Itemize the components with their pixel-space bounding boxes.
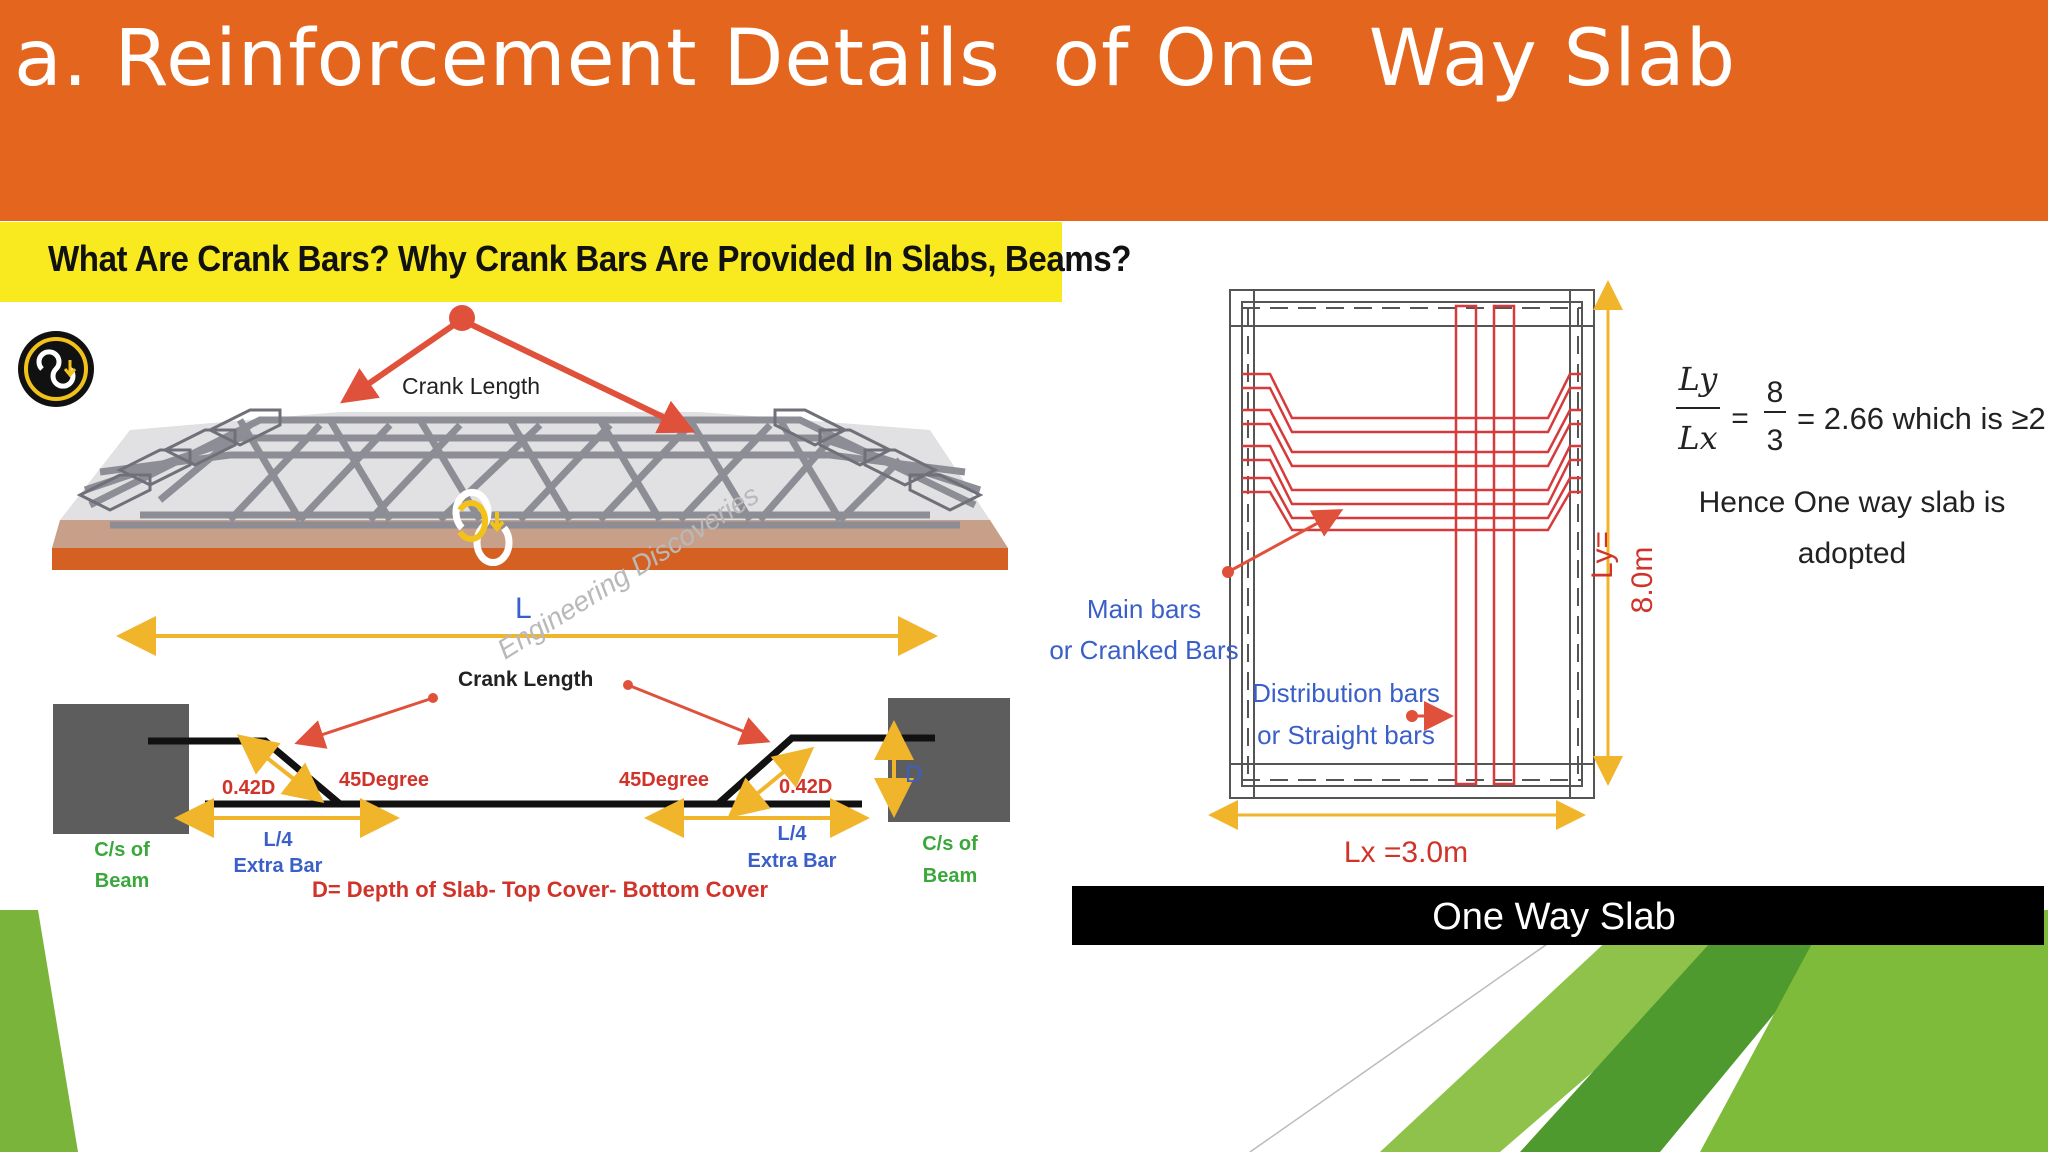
crank-banner: What Are Crank Bars? Why Crank Bars Are … <box>0 222 1131 302</box>
caption-bar <box>1072 886 2044 945</box>
extra-bar-right-1: L/4 <box>778 823 808 845</box>
extra-bar-right-2: Extra Bar <box>748 850 837 872</box>
crank-arrow-bottom-right <box>627 683 771 745</box>
caption-text: One Way Slab <box>1432 896 1676 938</box>
left-beam-label-1: C/s of <box>94 839 150 861</box>
ly-label: Ly= <box>1586 531 1619 579</box>
left-beam-label-2: Beam <box>95 870 149 892</box>
extra-bar-left-2: Extra Bar <box>234 855 323 877</box>
main-cranked-bars <box>1242 372 1582 532</box>
main-bars-pointer <box>1227 509 1344 574</box>
crank-arrow-right <box>464 319 696 434</box>
logo-icon <box>18 331 94 407</box>
depth-marker-label: D <box>905 761 922 788</box>
offset-left-label: 0.42D <box>222 777 275 799</box>
fraction-denominator: 3 <box>1767 424 1784 457</box>
span-label: L <box>515 592 532 625</box>
main-bars-label-1: Main bars <box>1087 594 1201 624</box>
conclusion-line-1: Hence One way slab is <box>1699 486 2006 519</box>
formula-equals: = <box>1731 402 1749 435</box>
crank-banner-text: What Are Crank Bars? Why Crank Bars Are … <box>48 238 1132 279</box>
conclusion-line-2: adopted <box>1798 537 1906 570</box>
slab-logo-icon <box>452 488 513 567</box>
lx-label: Lx =3.0m <box>1344 836 1468 869</box>
dist-bars-label-1: Distribution bars <box>1252 678 1440 708</box>
right-beam-label-2: Beam <box>923 865 977 887</box>
dist-bars-label-2: or Straight bars <box>1257 720 1435 750</box>
depth-note: D= Depth of Slab- Top Cover- Bottom Cove… <box>312 877 769 902</box>
left-beam-section <box>53 704 189 834</box>
right-beam-section <box>888 698 1010 822</box>
ly-value: 8.0m <box>1626 547 1659 614</box>
crank-arrow-left <box>340 319 460 404</box>
crank-length-top-label: Crank Length <box>402 373 540 399</box>
decor-green-left <box>0 910 78 1152</box>
formula-denominator: Lx <box>1677 419 1717 457</box>
formula-numerator: Ly <box>1678 360 1719 398</box>
main-bars-label-2: or Cranked Bars <box>1049 635 1238 665</box>
distribution-straight-bars <box>1454 304 1516 786</box>
decor-green-right <box>1249 910 2048 1152</box>
crank-length-bottom-label: Crank Length <box>458 668 593 691</box>
slab-3d-illustration <box>52 408 1008 570</box>
extra-bar-left-1: L/4 <box>264 829 294 851</box>
offset-dim-left <box>236 734 325 803</box>
crank-arrow-bottom-left <box>294 696 434 749</box>
angle-left-label: 45Degree <box>339 769 429 791</box>
fraction-numerator: 8 <box>1767 376 1784 409</box>
title-bar: a. Reinforcement Details of One Way Slab <box>0 0 2048 221</box>
angle-right-label: 45Degree <box>619 769 709 791</box>
offset-dim-right <box>727 746 815 819</box>
slide-title: a. Reinforcement Details of One Way Slab <box>14 14 1737 104</box>
right-beam-label-1: C/s of <box>922 833 978 855</box>
formula-result: = 2.66 which is ≥2 <box>1797 401 2046 436</box>
offset-right-label: 0.42D <box>779 776 832 798</box>
